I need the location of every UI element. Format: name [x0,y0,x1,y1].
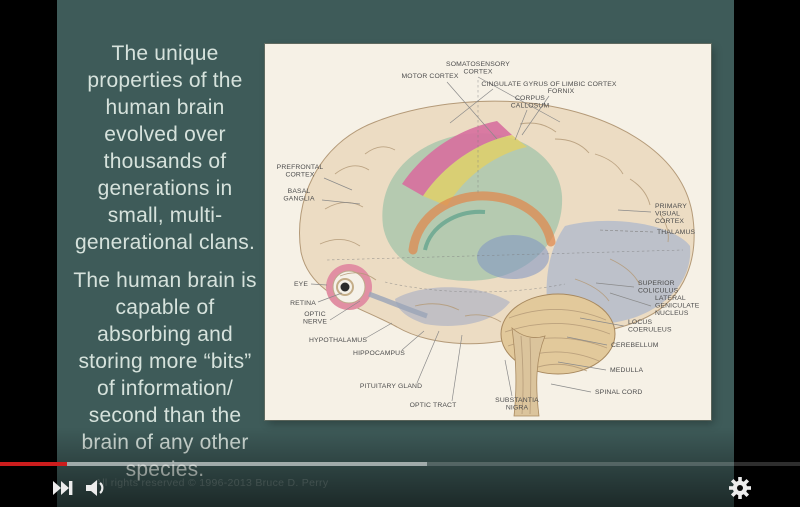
diagram-label: HIPPOCAMPUS [353,350,405,357]
diagram-label: CEREBELLUM [611,342,659,349]
control-bar: 1:44 / 13:40 CC [0,470,800,507]
next-button[interactable] [50,479,78,497]
next-track-icon [53,481,73,495]
label-leader-line [595,282,635,288]
letterbox-left [0,0,57,507]
diagram-label: MOTOR CORTEX [401,73,458,80]
label-leader-line [365,322,393,339]
label-leader-line [451,334,463,402]
slide-text-block: The unique properties of the human brain ev… [65,40,265,483]
slide-text-line: properties of the [87,69,243,92]
corpus-callosum-shape [408,191,556,255]
brainstem-shape [511,326,546,417]
diagram-label: HYPOTHALAMUS [309,337,367,344]
label-leader-line [617,209,652,213]
label-leader-line [557,361,607,371]
diagram-label: SPINAL CORD [595,389,642,396]
diagram-label: EYE [294,281,308,288]
diagram-label: CINGULATE GYRUS OF LIMBIC CORTEX [481,81,617,88]
diagram-label: THALAMUS [657,229,696,236]
diagram-label: RETINA [290,300,316,307]
thalamus-shape [477,235,549,279]
slide-paragraph-1: The unique properties of the human brain ev… [65,40,265,256]
label-leader-line [446,81,498,140]
slide-text-line: thousands of [103,150,227,173]
volume-icon [86,480,104,496]
label-leader-line [323,177,353,191]
gear-icon [729,477,751,499]
label-leader-line [514,109,528,141]
slide-text-line: storing more “bits” [78,350,252,373]
diagram-label: FORNIX [548,88,575,95]
label-leader-line [416,330,440,384]
label-leader-line [321,199,361,205]
slide-text-line: second than the [88,404,242,427]
eye-shape [326,264,428,319]
video-slide-surface[interactable]: The unique properties of the human brain ev… [57,0,734,507]
label-leader-line [521,95,550,136]
slide-text-line: evolved over [104,123,226,146]
settings-button[interactable] [727,475,753,501]
label-leader-line [401,330,425,351]
motor-cortex-shape [402,121,512,196]
fornix-shape [423,209,486,251]
controls-gradient [0,427,800,507]
slide-text-line: The unique [111,42,219,65]
slide-text-line: small, multi- [107,204,223,227]
letterbox-right [734,0,800,507]
label-leader-line [329,300,361,321]
label-leader-line [566,336,608,346]
diagram-label: MEDULLA [610,367,643,374]
label-leader-line [579,317,625,327]
label-leader-line [449,88,494,124]
slide-text-line: absorbing and [97,323,233,346]
label-leader-line [550,383,592,393]
slide-text-line: capable of [115,296,215,319]
label-leader-line [477,76,561,123]
slide-text-line: human brain [105,96,225,119]
seek-bar-buffered [0,462,428,466]
volume-button[interactable] [85,478,111,498]
label-leader-line [597,229,654,233]
label-leader-line [317,292,343,303]
slide-text-line: of information/ [96,377,234,400]
diagram-label: OPTIC TRACT [410,402,457,409]
diagram-label: PITUITARY GLAND [360,383,422,390]
label-leader-line [609,292,652,307]
somatosensory-shape [423,135,527,206]
label-leader-line [504,359,513,397]
seek-bar[interactable] [0,462,800,466]
slide-text-line: generations in [97,177,233,200]
seek-bar-played [0,462,68,466]
slide-text-line: generational clans. [74,231,256,254]
slide-text-line: The human brain is [73,269,257,292]
label-leader-line [310,283,328,286]
